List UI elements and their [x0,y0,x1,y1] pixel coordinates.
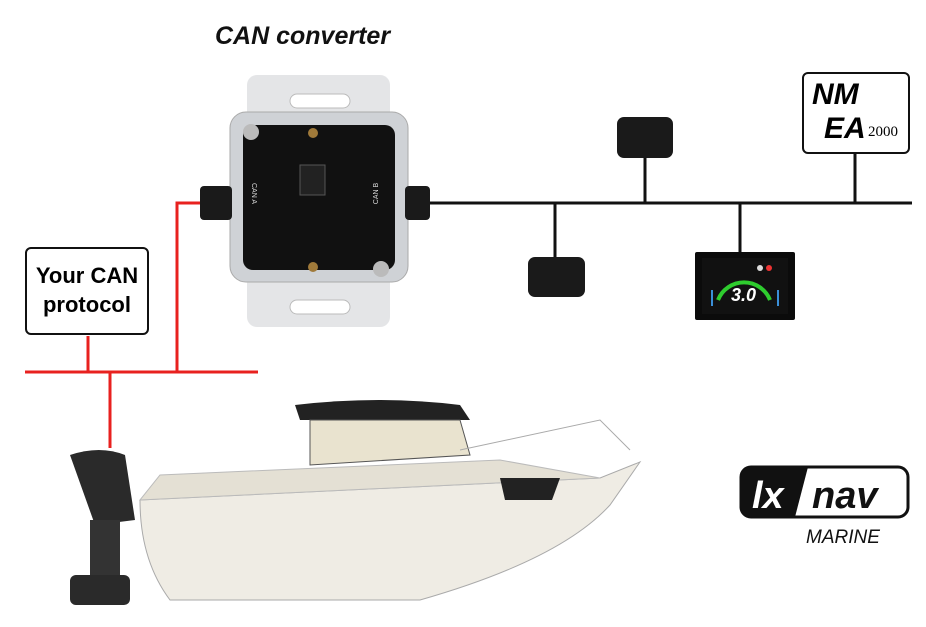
lxnav-marine-logo: lx nav MARINE [739,465,910,548]
can-b-label: CAN B [373,182,381,205]
can-converter-device [200,75,430,327]
your-can-protocol-box: Your CAN protocol [25,247,149,335]
svg-text:nav: nav [812,475,879,517]
outboard-motor [70,450,135,605]
boat-illustration [138,400,642,601]
nmea-text-3: 2000 [868,124,898,140]
can-converter-title: CAN converter [215,22,391,50]
display-value: 3.0 [731,285,757,305]
nmea-text-1: NM [812,78,859,111]
nmea-bus [420,153,912,258]
protocol-line-2: protocol [42,292,131,317]
nmea-device-1 [617,117,673,158]
can-bus [25,201,258,448]
svg-text:lx: lx [752,475,786,517]
nmea-device-2 [528,257,585,297]
lxnav-display [695,252,795,320]
nmea-2000-logo: NM EA 2000 [802,72,910,154]
can-a-label: CAN A [250,182,258,205]
nmea-text-2: EA [824,112,866,145]
svg-text:MARINE: MARINE [806,527,880,548]
protocol-line-1: Your CAN [35,263,139,289]
